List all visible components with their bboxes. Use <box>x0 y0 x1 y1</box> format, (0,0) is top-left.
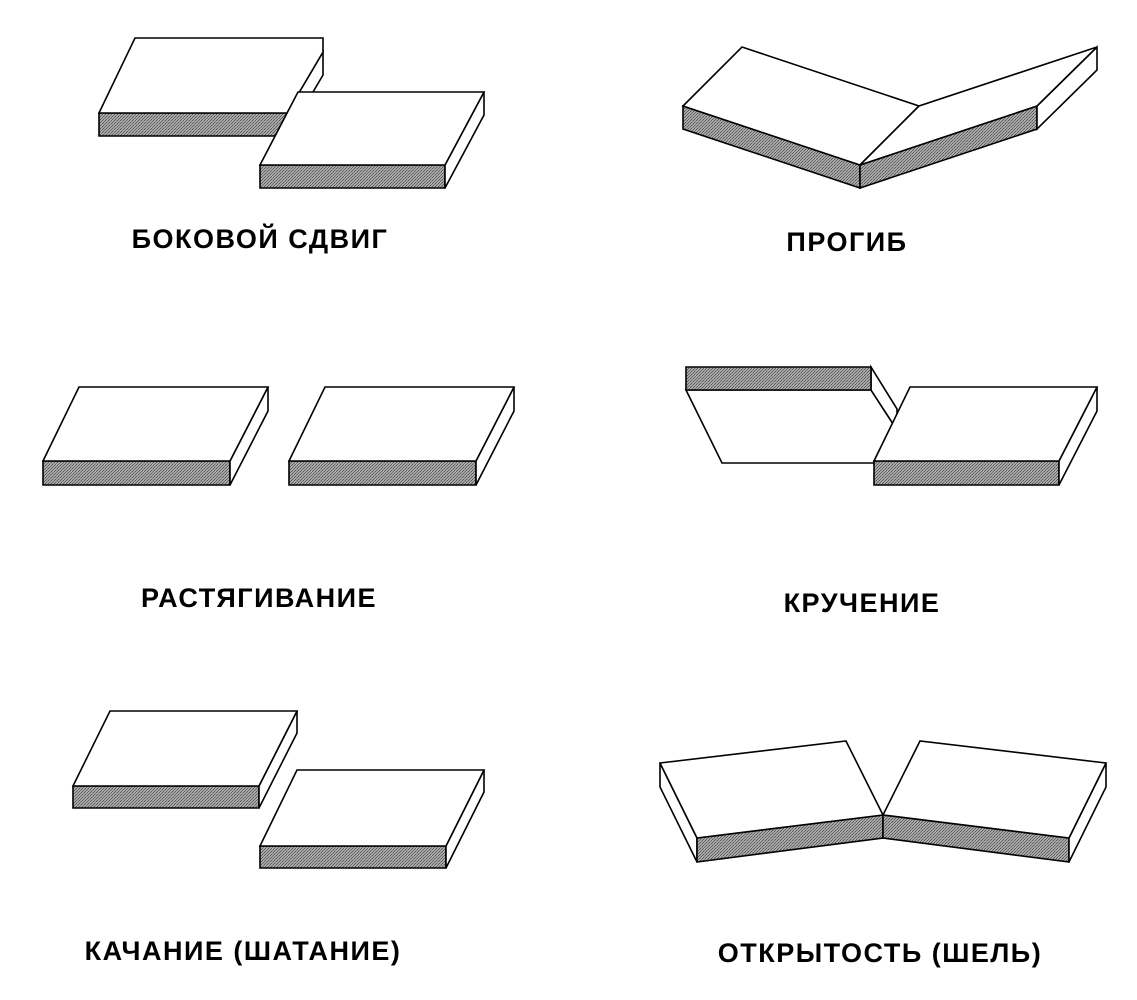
slab-front-face <box>288 460 477 486</box>
panel-rocking: КАЧАНИЕ (ШАТАНИЕ) <box>71 710 486 966</box>
caption-gap: ОТКРЫТОСТЬ (ШЕЛЬ) <box>718 938 1042 968</box>
slab-front-face <box>42 460 231 486</box>
slab-left <box>71 710 299 809</box>
slab-front-face <box>259 164 446 189</box>
slab-left <box>97 37 324 139</box>
slab-front-face <box>685 366 872 391</box>
slab-right <box>872 386 1099 486</box>
panel-deflection: ПРОГИБ <box>681 45 1098 257</box>
slab-right <box>881 740 1108 863</box>
slab-top-face <box>872 386 1099 462</box>
panel-torsion: КРУЧЕНИЕ <box>684 364 1099 618</box>
caption-lateral-shift: БОКОВОЙ СДВИГ <box>132 223 389 254</box>
slab-left <box>41 386 270 486</box>
slab-front-face <box>259 845 447 869</box>
caption-rocking: КАЧАНИЕ (ШАТАНИЕ) <box>85 936 402 966</box>
caption-deflection: ПРОГИБ <box>786 227 907 257</box>
caption-torsion: КРУЧЕНИЕ <box>784 588 941 618</box>
slab-front-face <box>98 112 288 137</box>
slab-right <box>258 91 486 189</box>
caption-stretching: РАСТЯГИВАНИЕ <box>141 583 377 613</box>
slab-right <box>258 769 486 869</box>
slab-top-face <box>258 91 486 166</box>
slab-top-face <box>71 710 299 787</box>
slab-top-face <box>258 769 486 847</box>
slab-left <box>658 740 885 863</box>
panel-lateral-shift: БОКОВОЙ СДВИГ <box>97 37 486 254</box>
slab-top-face <box>859 46 1098 166</box>
slab-right <box>287 386 516 486</box>
slab-top-face <box>287 386 516 462</box>
slab-twisted <box>684 364 898 464</box>
panel-gap: ОТКРЫТОСТЬ (ШЕЛЬ) <box>658 740 1108 968</box>
slab-bottom-face <box>684 389 898 464</box>
slab-right <box>859 45 1098 190</box>
slab-top-face <box>41 386 270 462</box>
slab-front-face <box>873 460 1060 486</box>
slab-top-face <box>881 740 1108 839</box>
slab-top-face <box>97 37 324 114</box>
panel-stretching: РАСТЯГИВАНИЕ <box>41 386 516 613</box>
slab-front-face <box>72 785 260 809</box>
